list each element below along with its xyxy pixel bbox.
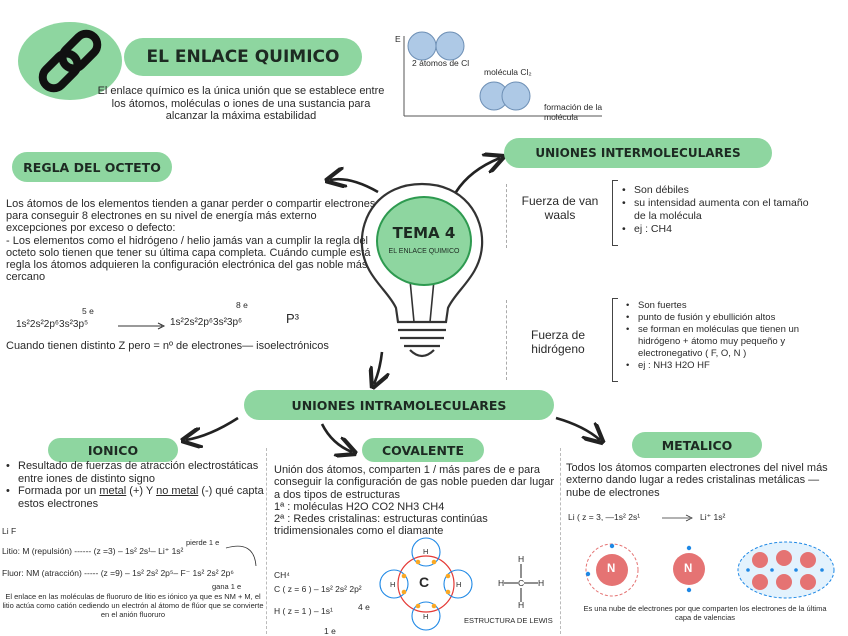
ionico-item2-post: (-) qué capta estos electrones [18,485,264,510]
intramolecular-title: UNIONES INTRAMOLECULARES [244,390,554,420]
column-divider [560,448,561,634]
h-brace [612,298,618,382]
electron-cloud [737,541,835,599]
li-arrow [662,514,693,522]
lewis-h-right: H [538,578,545,588]
methane-h-left: H [390,580,396,589]
graph-formation-label: formación de la molécula [544,102,603,122]
methane-h-bottom: H [423,612,429,621]
metalico-footer: Es una nube de electrones por que compar… [583,604,827,622]
lewis-label: ESTRUCTURA DE LEWIS [464,616,553,625]
center-badge: TEMA 4 EL ENLACE QUIMICO [376,196,472,286]
ionico-footer: El enlace en las moléculas de fluoruro d… [2,592,264,619]
ch4-label: CH⁴ [274,570,290,580]
h-1e: 1 e [324,626,336,636]
lewis-h-left: H [498,578,505,588]
arrow-to-metalico [555,416,600,440]
octeto-body: Los átomos de los elementos tienden a ga… [6,198,376,284]
ionico-item: Formada por un metal (+) Y no metal (-) … [4,485,266,510]
h-list: Son fuertes punto de fusión y ebullición… [624,300,824,372]
config-left: 1s²2s²2p⁶3s²3p⁵ [16,319,89,330]
octeto-title: REGLA DEL OCTETO [12,152,172,182]
litio-cede: pierde 1 e [186,538,220,547]
fluor-gana: gana 1 e [212,582,242,591]
ionico-title: IONICO [48,438,178,462]
chlorine-atom-2 [435,31,465,61]
arrow-to-covalente [320,423,352,452]
lewis-c: C [518,578,525,588]
column-divider [266,448,267,634]
config-left-top: 5 e [82,306,94,316]
intermolecular-title: UNIONES INTERMOLECULARES [504,138,772,168]
h-frame [506,300,608,380]
litio-line: Litio: M (repulsión) ------ (z =3) – 1s²… [2,546,184,556]
metalico-body: Todos los átomos comparten electrones de… [566,462,828,499]
methane-diagram [379,537,473,631]
c-config: C ( z = 6 ) – 1s² 2s² 2p² [274,584,362,594]
ionico-item2-pre: Formada por un [18,485,100,497]
metal-ion-1 [585,543,639,597]
h-item: se forman en moléculas que tienen un hid… [624,324,824,360]
energy-graph [403,31,602,117]
arrow-to-ionico [186,416,239,440]
li-config: Li ( z = 3, —1s² 2s¹ [568,512,641,522]
vdw-item: Son débiles [620,184,810,197]
h-item: Son fuertes [624,300,824,312]
vdw-item: su intensidad aumenta con el tamaño de l… [620,197,810,223]
center-title: TEMA 4 [392,224,456,242]
methane-h-top: H [423,547,429,556]
methane-h-right: H [456,580,462,589]
lif-label: Li F [2,526,17,536]
config-p3: P³ [286,311,299,326]
ionico-list: Resultado de fuerzas de atracción electr… [4,460,266,510]
ionico-item2-mid: (+) Y [126,485,157,497]
metal-ion-1-label: N [607,563,616,575]
config-arrow [118,322,166,330]
vdw-list: Son débiles su intensidad aumenta con el… [620,184,810,236]
chlorine-atom-1 [407,31,437,61]
ionico-nometal: no metal [156,485,199,497]
graph-atoms-label: 2 átomos de Cl [412,58,470,68]
vdw-frame [506,184,608,248]
h-label: Fuerza de hidrógeno [530,328,586,356]
metalico-title: METALICO [632,432,762,458]
config-right-top: 8 e [236,300,248,310]
page-title: EL ENLACE QUIMICO [124,38,362,76]
vdw-label: Fuerza de van waals [521,194,599,222]
link-logo-circle [18,22,122,100]
methane-c: C [419,574,430,590]
chain-link-icon [38,29,102,93]
h-config: H ( z = 1 ) – 1s¹ [274,606,333,616]
covalente-title: COVALENTE [362,438,484,462]
li-ion: Li⁺ 1s² [700,512,726,522]
h-item: ej : NH3 H2O HF [624,360,824,372]
vdw-item: ej : CH4 [620,223,810,236]
intro-text: El enlace químico es la única unión que … [97,85,385,122]
metal-ion-2-label: N [684,563,693,575]
lewis-h-bottom: H [518,600,525,610]
center-subtitle: EL ENLACE QUIMICO [388,248,460,255]
h-item: punto de fusión y ebullición altos [624,312,824,324]
isoelectronic-text: Cuando tienen distinto Z pero = nº de el… [6,340,329,352]
molecule-atom-2 [501,81,531,111]
c-4e: 4 e [358,602,370,612]
covalente-body: Unión dos átomos, comparten 1 / más pare… [274,464,555,538]
config-right: 1s²2s²2p⁶3s²3p⁶ [170,317,243,328]
graph-e-label: E [395,34,401,44]
transfer-arc [225,545,257,567]
ionico-item: Resultado de fuerzas de atracción electr… [4,460,266,485]
fluor-line: Fluor: NM (atracción) ----- (z =9) – 1s²… [2,568,234,578]
ionico-metal: metal [99,485,127,497]
lewis-h-top: H [518,554,525,564]
graph-molecule-label: molécula Cl₂ [484,67,532,77]
vdw-brace [612,180,618,246]
metal-ion-2 [673,545,705,593]
